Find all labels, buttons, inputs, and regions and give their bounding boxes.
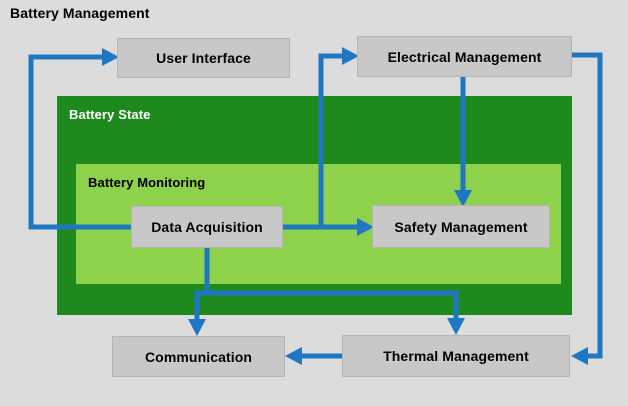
arrow-thermal-management-to-communication [285,347,342,365]
block-electrical-management[interactable]: Electrical Management [357,36,572,77]
group-battery-state-label: Battery State [69,107,151,122]
block-communication[interactable]: Communication [112,336,285,377]
page-title: Battery Management [10,5,150,21]
block-safety-management[interactable]: Safety Management [372,205,550,248]
block-user-interface[interactable]: User Interface [117,38,290,78]
block-data-acquisition[interactable]: Data Acquisition [131,206,283,248]
block-thermal-management[interactable]: Thermal Management [342,335,570,377]
arrow-electrical-management-to-thermal-management [571,52,603,365]
group-battery-monitoring-label: Battery Monitoring [88,175,206,190]
